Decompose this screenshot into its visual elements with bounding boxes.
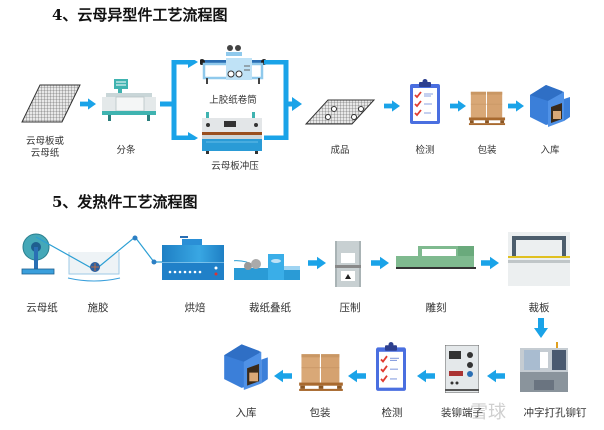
step-label-mica-sheet: 云母板或 云母纸 <box>25 136 64 159</box>
step-label-packing-2: 包装 <box>309 407 331 419</box>
step-label-cut-stack: 裁纸叠纸 <box>249 302 291 314</box>
control-panel-machine-icon <box>445 345 479 393</box>
step-label-glue-apply: 施胶 <box>87 302 109 314</box>
step-label-terminal: 装铆端子 <box>441 407 483 419</box>
finished-part-icon <box>304 99 376 125</box>
step-label-storage-2: 入库 <box>235 407 257 419</box>
oven-icon <box>162 236 224 280</box>
step-label-inspection-2: 检测 <box>381 407 403 419</box>
step-label-packing: 包装 <box>477 145 497 156</box>
step-label-mica-paper: 云母纸 <box>26 302 58 314</box>
boxes-on-pallet-icon <box>467 88 507 126</box>
branch-arrows <box>160 60 200 140</box>
cnc-machine-icon <box>520 342 568 392</box>
step-label-inspection: 检测 <box>415 145 435 156</box>
warehouse-icon <box>222 340 270 390</box>
cutting-stacking-machine-icon <box>234 252 300 282</box>
flow-arrow <box>481 256 499 270</box>
step-label-punch-rivet: 冲字打孔铆钉 <box>523 407 587 419</box>
flow-arrow-left <box>274 369 292 383</box>
checklist-clipboard-icon <box>375 342 407 392</box>
flow-arrow <box>384 100 400 112</box>
step-label-slitting: 分条 <box>116 145 136 156</box>
slitting-machine-icon <box>100 79 158 121</box>
engraving-machine-icon <box>396 246 476 270</box>
step-label-glue-roll: 上胶纸卷筒 <box>209 95 257 106</box>
mica-grid-sheet-icon <box>20 84 82 124</box>
watermark: 雪球 <box>470 402 506 423</box>
flow-arrow <box>450 100 466 112</box>
step-label-engraving: 雕刻 <box>425 302 447 314</box>
boxes-on-pallet-icon <box>298 350 344 392</box>
flow-arrow <box>308 256 326 270</box>
checklist-clipboard-icon <box>409 79 441 125</box>
flow-arrow-left <box>417 369 435 383</box>
flow-arrow <box>508 100 524 112</box>
flow-arrow-left <box>348 369 366 383</box>
merge-arrows <box>264 60 304 140</box>
warehouse-icon <box>528 81 572 127</box>
step-label-baking: 烘焙 <box>184 302 206 314</box>
press-machine-icon <box>335 241 361 287</box>
flow-arrow-down <box>534 318 548 338</box>
board-cutter-icon <box>508 232 570 286</box>
gluing-roller-machine-icon <box>200 44 266 86</box>
section4-title: 4、云母异型件工艺流程图 <box>52 6 228 24</box>
flow-arrow <box>80 98 96 110</box>
paper-reel-glue-line <box>14 232 164 290</box>
punch-press-icon <box>202 112 262 154</box>
step-label-finished: 成品 <box>330 145 350 156</box>
step-label-storage: 入库 <box>540 145 560 156</box>
step-label-punching: 云母板冲压 <box>211 161 259 172</box>
flow-arrow <box>371 256 389 270</box>
step-label-board-cut: 裁板 <box>528 302 550 314</box>
flow-arrow-left <box>487 369 505 383</box>
step-label-pressing: 压制 <box>339 302 361 314</box>
section5-title: 5、发热件工艺流程图 <box>52 193 198 211</box>
